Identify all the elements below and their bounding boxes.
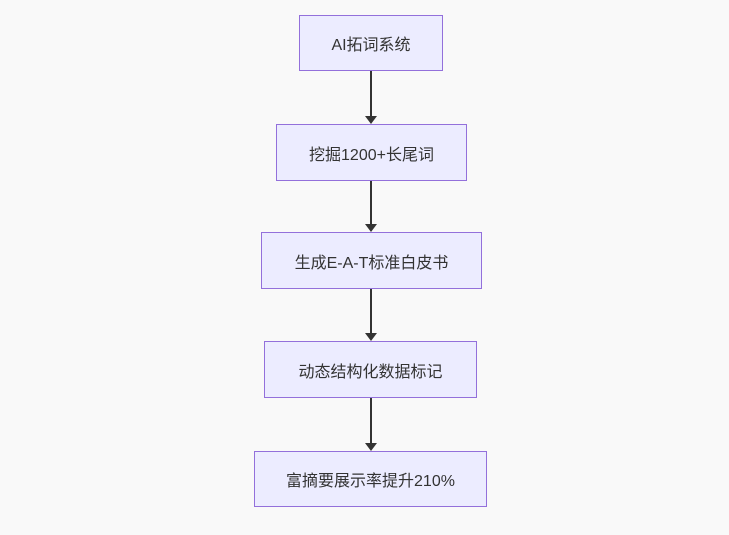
flow-edge-3 — [365, 289, 377, 341]
arrow-line — [370, 289, 372, 333]
arrow-down-icon — [365, 224, 377, 232]
flow-node-label: 富摘要展示率提升210% — [286, 473, 455, 490]
flow-node-eat-whitepaper: 生成E-A-T标准白皮书 — [261, 232, 482, 289]
flow-node-label: 动态结构化数据标记 — [298, 363, 443, 381]
arrow-down-icon — [365, 443, 377, 451]
arrow-line — [370, 398, 372, 443]
flow-node-label: 生成E-A-T标准白皮书 — [294, 254, 449, 272]
flow-node-label: 挖掘1200+长尾词 — [309, 146, 434, 164]
flow-node-ai-keyword-system: AI拓词系统 — [299, 15, 443, 71]
arrow-down-icon — [365, 333, 377, 341]
arrow-line — [370, 71, 372, 116]
arrow-down-icon — [365, 116, 377, 124]
arrow-line — [370, 181, 372, 224]
flow-edge-1 — [365, 71, 377, 124]
flow-edge-4 — [365, 398, 377, 451]
flow-node-longtail-mining: 挖掘1200+长尾词 — [276, 124, 467, 181]
flow-node-rich-snippet-uplift: 富摘要展示率提升210% — [254, 451, 487, 507]
flow-node-label: AI拓词系统 — [331, 37, 411, 54]
flow-node-structured-data-markup: 动态结构化数据标记 — [264, 341, 477, 398]
flow-edge-2 — [365, 181, 377, 232]
